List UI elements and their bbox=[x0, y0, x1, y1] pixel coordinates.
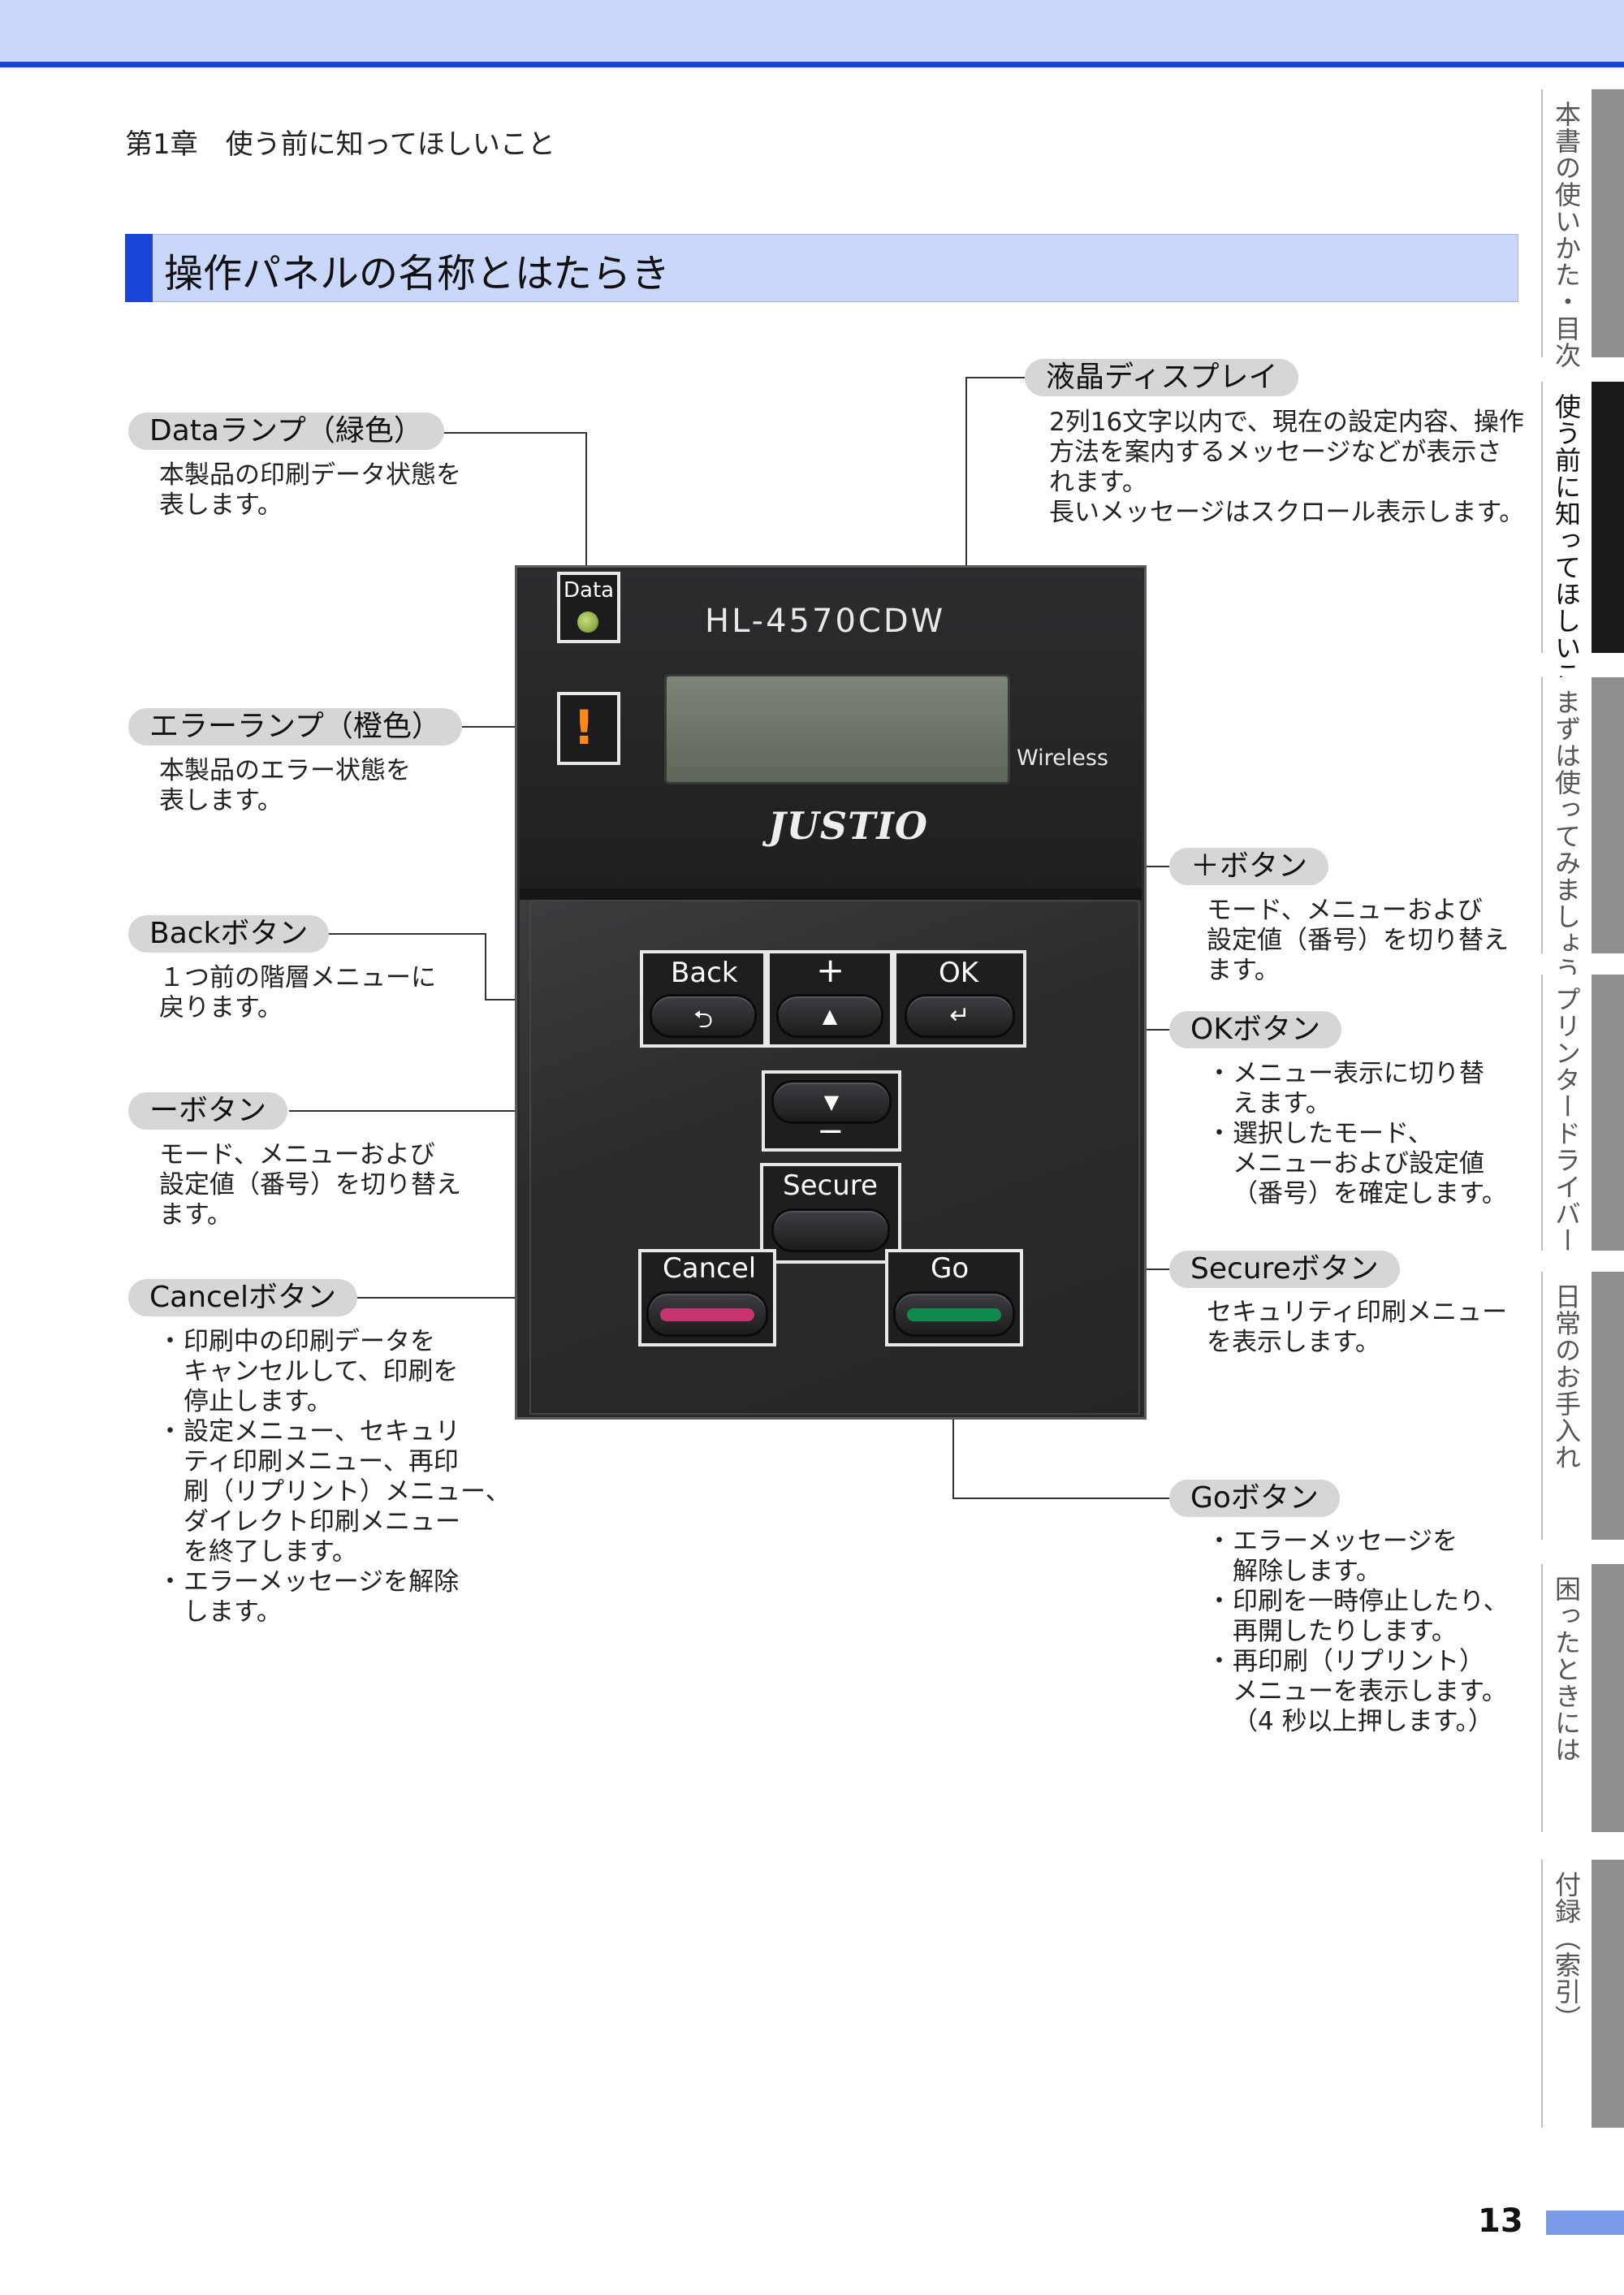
callout-go-label: Goボタン bbox=[1169, 1480, 1340, 1517]
back-arrow-icon: ⮌ bbox=[693, 1005, 714, 1034]
side-tab-label: 付録（索引） bbox=[1551, 1871, 1582, 2032]
data-lamp-icon bbox=[577, 612, 598, 633]
minus-button-label: − bbox=[817, 1113, 844, 1150]
side-tab-label: まずは使ってみましょう bbox=[1551, 689, 1582, 983]
page-number: 13 bbox=[1478, 2202, 1523, 2240]
side-tab-label: プリンタードライバー bbox=[1551, 986, 1582, 1254]
callout-data-lamp-label: Dataランプ（緑色） bbox=[128, 413, 444, 450]
back-button[interactable]: ⮌ bbox=[650, 994, 757, 1038]
go-button[interactable] bbox=[893, 1291, 1015, 1337]
panel-lower-bezel bbox=[529, 900, 1140, 1415]
top-rule bbox=[0, 62, 1624, 67]
callout-cancel-desc: 印刷中の印刷データを キャンセルして、印刷を 停止します。 設定メニュー、セキュ… bbox=[158, 1327, 511, 1627]
panel-divider bbox=[520, 888, 1142, 900]
plus-button[interactable]: ▲ bbox=[776, 994, 883, 1038]
chapter-breadcrumb: 第1章 使う前に知ってほしいこと bbox=[125, 128, 555, 161]
down-arrow-icon: ▼ bbox=[823, 1091, 840, 1113]
wireless-label: Wireless bbox=[1017, 746, 1108, 771]
side-tab-troubleshooting[interactable]: 困ったときには bbox=[1541, 1564, 1624, 1832]
plus-button-label: + bbox=[816, 950, 845, 990]
cancel-button-label: Cancel bbox=[663, 1252, 757, 1285]
go-key-stripe bbox=[907, 1308, 1001, 1321]
side-tab-label: 困ったときには bbox=[1551, 1575, 1582, 1763]
callout-error-lamp-label: エラーランプ（橙色） bbox=[128, 708, 462, 746]
secure-button[interactable] bbox=[771, 1208, 890, 1252]
minus-button[interactable]: ▼ bbox=[771, 1080, 892, 1124]
callout-minus-label: ーボタン bbox=[128, 1092, 288, 1130]
side-tab-getting-started[interactable]: まずは使ってみましょう bbox=[1541, 677, 1624, 983]
go-button-label: Go bbox=[931, 1252, 970, 1285]
callout-cancel-label: Cancelボタン bbox=[128, 1279, 357, 1316]
enter-arrow-icon: ↵ bbox=[949, 1001, 970, 1030]
secure-button-label: Secure bbox=[783, 1169, 878, 1202]
section-title: 操作パネルの名称とはたらき bbox=[164, 251, 671, 296]
section-heading-box bbox=[125, 234, 1518, 302]
leader-data bbox=[422, 432, 587, 572]
side-tab-label: 使う前に知ってほしいこと bbox=[1551, 393, 1582, 715]
callout-plus-desc: モード、メニューおよび 設定値（番号）を切り替え ます。 bbox=[1207, 896, 1509, 985]
callout-error-lamp-desc: 本製品のエラー状態を 表します。 bbox=[159, 756, 411, 815]
side-tab-before-use[interactable]: 使う前に知ってほしいこと bbox=[1541, 382, 1624, 715]
ok-button-label: OK bbox=[939, 957, 979, 989]
cancel-button[interactable] bbox=[646, 1291, 768, 1337]
side-tab-contents[interactable]: 本書の使いかた・目次 bbox=[1541, 89, 1624, 369]
side-tab-maintenance[interactable]: 日常のお手入れ bbox=[1541, 1272, 1624, 1540]
data-lamp-label: Data bbox=[564, 578, 615, 603]
cancel-key-stripe bbox=[660, 1308, 754, 1321]
callout-back-label: Backボタン bbox=[128, 915, 330, 953]
callout-secure-desc: セキュリティ印刷メニュー を表示します。 bbox=[1207, 1298, 1508, 1357]
ok-button[interactable]: ↵ bbox=[905, 994, 1015, 1038]
section-heading-accent bbox=[125, 234, 153, 302]
callout-data-lamp-desc: 本製品の印刷データ状態を 表します。 bbox=[159, 460, 461, 520]
lcd-display bbox=[664, 674, 1010, 784]
error-lamp-frame bbox=[557, 692, 620, 765]
callout-secure-label: Secureボタン bbox=[1169, 1251, 1400, 1288]
callout-lcd-desc: 2列16文字以内で、現在の設定内容、操作 方法を案内するメッセージなどが表示さ … bbox=[1049, 408, 1525, 527]
side-tab-label: 日常のお手入れ bbox=[1551, 1283, 1582, 1471]
top-band bbox=[0, 0, 1624, 62]
up-arrow-icon: ▲ bbox=[822, 1005, 838, 1027]
side-tab-label: 本書の使いかた・目次 bbox=[1551, 101, 1582, 369]
side-tab-printer-driver[interactable]: プリンタードライバー bbox=[1541, 975, 1624, 1254]
side-tab-appendix[interactable]: 付録（索引） bbox=[1541, 1860, 1624, 2128]
brand-logo: JUSTIO bbox=[768, 804, 928, 848]
callout-ok-label: OKボタン bbox=[1169, 1011, 1341, 1048]
error-lamp-icon: ! bbox=[573, 700, 595, 755]
callout-ok-desc: メニュー表示に切り替 えます。 選択したモード、 メニューおよび設定値 （番号）… bbox=[1207, 1059, 1507, 1209]
model-name: HL-4570CDW bbox=[705, 603, 946, 640]
callout-lcd-label: 液晶ディスプレイ bbox=[1025, 359, 1299, 396]
back-button-label: Back bbox=[671, 957, 738, 989]
callout-back-desc: １つ前の階層メニューに 戻ります。 bbox=[159, 963, 436, 1022]
callout-minus-desc: モード、メニューおよび 設定値（番号）を切り替え ます。 bbox=[159, 1140, 461, 1230]
callout-plus-label: ＋ボタン bbox=[1169, 848, 1329, 885]
callout-go-desc: エラーメッセージを 解除します。 印刷を一時停止したり、 再開したりします。 再… bbox=[1207, 1527, 1509, 1737]
page-number-bar bbox=[1546, 2211, 1624, 2235]
